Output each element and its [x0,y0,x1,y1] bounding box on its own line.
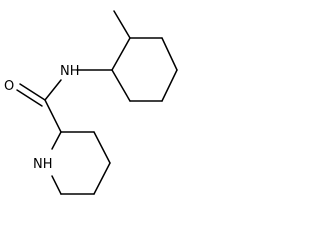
structure-diagram: NH O NH [4,10,178,195]
piperidine-bond-3 [93,162,111,195]
piperidine-bond-5 [51,175,62,195]
piperidine-bond-2 [93,131,111,164]
methyl-bond [113,10,131,39]
carbonyl-oxygen-label: O [4,79,14,94]
cyclohexane-bond-3 [161,69,178,102]
carbonyl-double-bond-a [19,83,46,101]
amide-nitrogen-label: NH [60,64,80,79]
carbonyl-double-bond-b [16,89,43,107]
cyclohexane-bond-6 [111,37,131,71]
cyclohexane-bond-5 [111,69,131,102]
nh-to-carbonyl-bond [44,79,62,101]
piperidine-ring [51,131,111,195]
cyclohexane-ring [111,37,178,102]
ring-nitrogen-label: NH [33,157,53,172]
carbonyl-to-piperidine-bond [44,99,62,133]
cyclohexane-bond-2 [161,37,178,71]
piperidine-bond-6 [51,131,62,150]
